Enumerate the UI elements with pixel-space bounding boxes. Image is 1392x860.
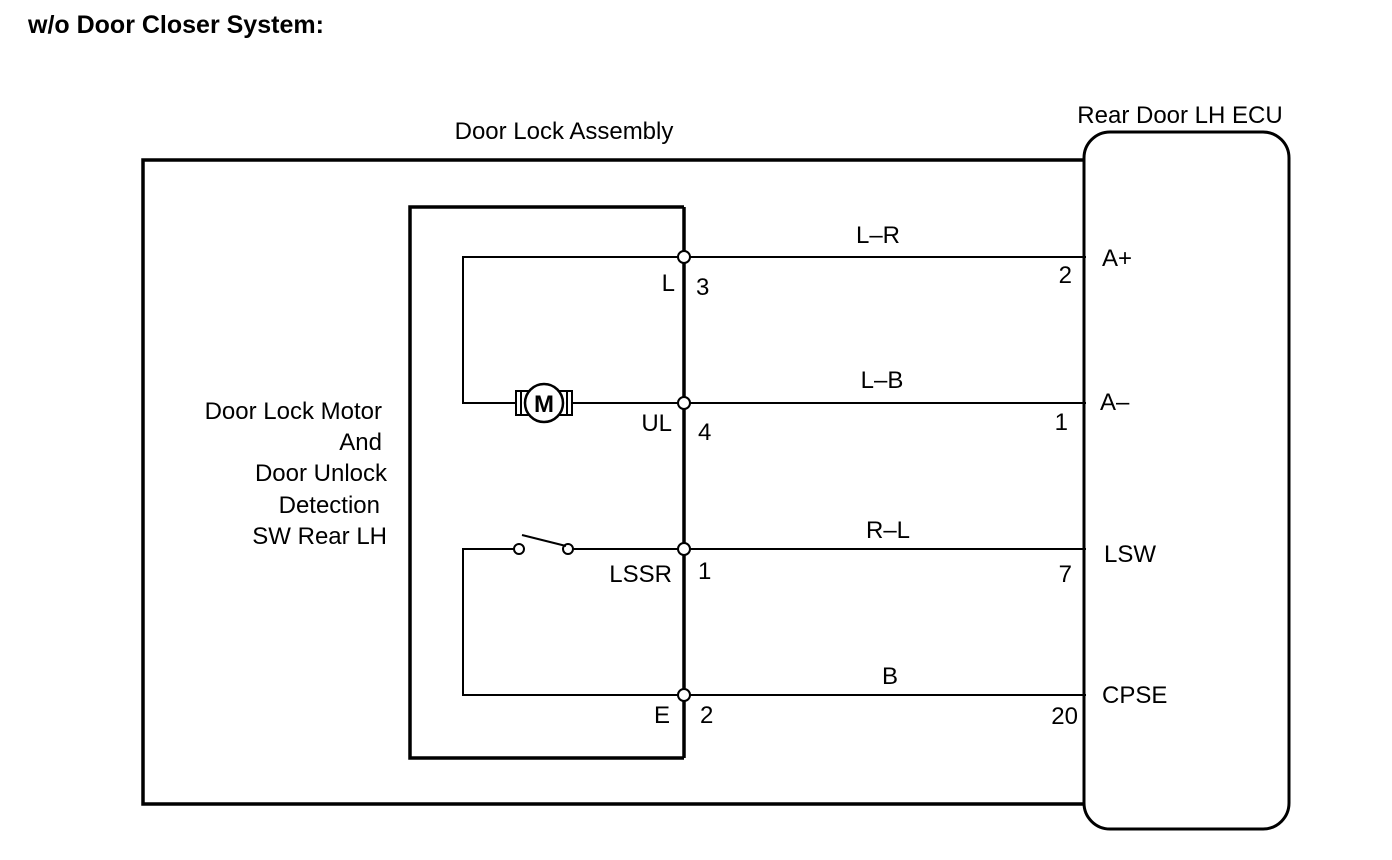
ecu-terminal-label: LSW — [1104, 541, 1156, 568]
terminal-node — [677, 542, 691, 556]
component-label: Door Lock Motor And Door Unlock Detectio… — [205, 398, 388, 550]
motor-symbol: M — [534, 391, 554, 418]
component-box-outline — [408, 205, 684, 760]
wire-color-label: L–R — [856, 222, 900, 249]
terminal-node — [677, 250, 691, 264]
assembly-terminal-label: UL — [641, 410, 672, 437]
assembly-terminal-label: E — [654, 702, 670, 729]
assembly-pin-number: 3 — [696, 274, 709, 301]
component-label-line: And — [339, 429, 382, 456]
terminal-node — [677, 396, 691, 410]
ecu-box — [1082, 130, 1291, 831]
ecu-pin-number: 1 — [1055, 409, 1068, 436]
motor-icon: M — [515, 382, 573, 424]
door-lock-assembly-title: Door Lock Assembly — [455, 118, 674, 145]
ecu-title: Rear Door LH ECU — [1077, 102, 1282, 129]
ecu-terminal-label: CPSE — [1102, 682, 1167, 709]
assembly-terminal-label: LSSR — [609, 561, 672, 588]
wire-color-label: L–B — [861, 367, 904, 394]
switch-loop-wire — [462, 548, 684, 696]
door-lock-assembly-outline — [141, 158, 1086, 806]
switch-icon — [513, 534, 574, 555]
ecu-terminal-label: A+ — [1102, 245, 1132, 272]
assembly-terminal-label: L — [662, 270, 675, 297]
ecu-pin-number: 7 — [1059, 561, 1072, 588]
ecu-pin-number: 2 — [1059, 262, 1072, 289]
wire-color-label: B — [882, 663, 898, 690]
terminal-node — [677, 688, 691, 702]
component-label-line: Detection — [279, 492, 380, 519]
motor-loop-wire — [462, 256, 684, 404]
ecu-pin-number: 20 — [1051, 703, 1078, 730]
assembly-pin-number: 1 — [698, 558, 711, 585]
component-label-line: Door Unlock — [255, 460, 388, 487]
wire-color-label: R–L — [866, 517, 910, 544]
component-label-line: SW Rear LH — [252, 523, 387, 550]
diagram-heading: w/o Door Closer System: — [27, 11, 324, 39]
assembly-pin-number: 2 — [700, 702, 713, 729]
ecu-terminal-label: A– — [1100, 389, 1130, 416]
component-label-line: Door Lock Motor — [205, 398, 382, 425]
assembly-pin-number: 4 — [698, 419, 711, 446]
